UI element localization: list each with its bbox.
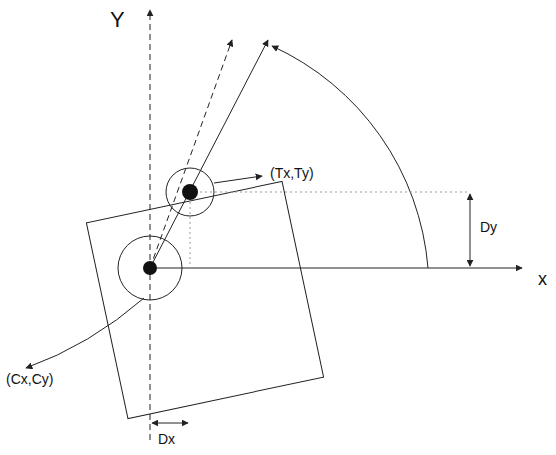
guide-line xyxy=(190,192,191,268)
dy-dimension xyxy=(470,194,471,266)
point-label: (Cx,Cy) xyxy=(4,372,55,387)
point-label: (Tx,Ty) xyxy=(268,166,316,181)
axis-label: Y xyxy=(108,8,127,32)
center-ring xyxy=(118,236,182,300)
rotated-square xyxy=(86,181,323,418)
center-dot xyxy=(143,261,157,275)
target-ring xyxy=(166,168,214,216)
target-dot xyxy=(182,184,198,200)
y-axis xyxy=(150,10,151,440)
dimension-label: Dy xyxy=(478,220,499,235)
direction-line xyxy=(150,40,268,268)
angle-arc xyxy=(272,46,428,268)
axis-label: x xyxy=(536,270,549,290)
x-axis xyxy=(150,268,522,269)
dimension-label: Dx xyxy=(156,432,177,447)
leader-line xyxy=(26,298,144,368)
leader-line xyxy=(214,176,262,183)
dx-dimension xyxy=(152,423,188,424)
guide-line xyxy=(190,192,468,193)
local-axis xyxy=(150,40,232,268)
